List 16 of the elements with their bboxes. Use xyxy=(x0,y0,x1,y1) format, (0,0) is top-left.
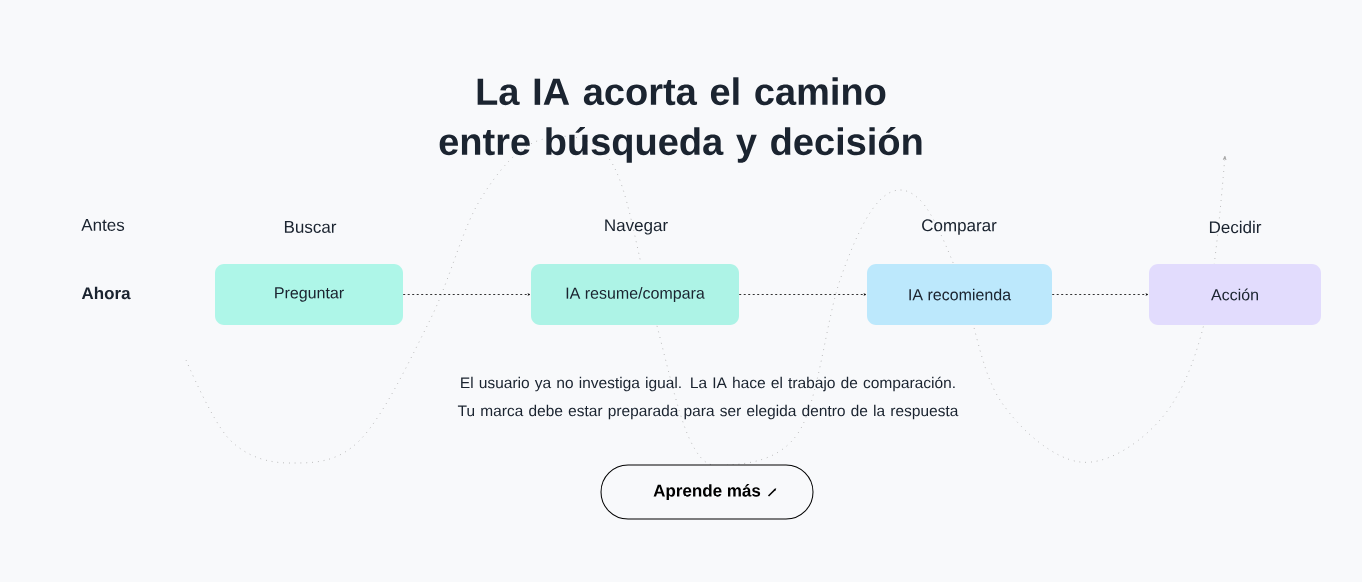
arrow xyxy=(1051,293,1149,296)
column-label: Buscar xyxy=(284,221,337,233)
row-label: Ahora xyxy=(81,286,131,300)
column-label: Decidir xyxy=(1209,220,1262,234)
arrow xyxy=(738,293,867,296)
column-label: Comparar xyxy=(922,219,997,235)
description: El usuario ya no investiga igual. La IA hace el trabajo de comparación. Tu marca debe estar preparada para ser elegida dentro de la respuesta xyxy=(457,376,959,420)
step-box: IA resume/compara xyxy=(531,264,739,325)
step-box: IA recomienda xyxy=(867,264,1052,325)
button: Aprende más xyxy=(600,464,814,520)
step-box: Preguntar xyxy=(215,264,403,325)
step-box: Acción xyxy=(1149,264,1321,325)
arrow xyxy=(402,293,531,296)
row-label: Antes xyxy=(81,219,125,231)
column-label: Navegar xyxy=(605,219,668,235)
title: La IA acorta el camino entre búsqueda y decisión xyxy=(439,77,922,163)
